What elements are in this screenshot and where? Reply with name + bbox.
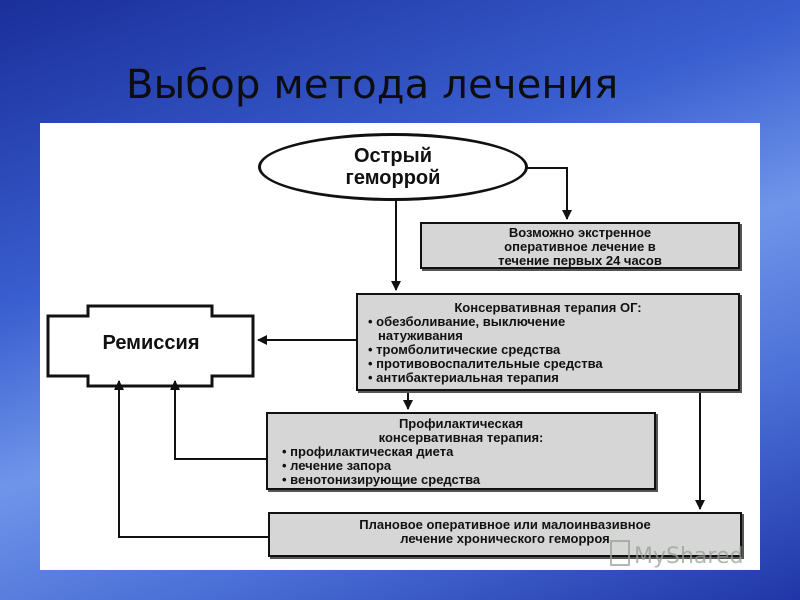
conservative-item-1-cont: натуживания <box>378 328 463 343</box>
planned-line-2: лечение хронического геморроя <box>400 531 610 546</box>
treatment-flowchart: Острый геморрой Возможно экстренное опер… <box>40 123 760 570</box>
conservative-item-3: противовоспалительные средства <box>368 357 738 371</box>
planned-line-1: Плановое оперативное или малоинвазивное <box>359 517 651 532</box>
emergency-line-3: течение первых 24 часов <box>498 253 662 268</box>
prophylactic-item-3: венотонизирующие средства <box>282 473 654 487</box>
planned-surgery-box: Плановое оперативное или малоинвазивное … <box>268 512 742 557</box>
prophylactic-item-2: лечение запора <box>282 459 654 473</box>
remission-frame <box>46 304 255 388</box>
acute-hemorrhoid-node: Острый геморрой <box>258 133 528 201</box>
watermark: MyShared <box>610 540 743 569</box>
emergency-line-1: Возможно экстренное <box>508 225 652 240</box>
conservative-item-1: обезболивание, выключение <box>368 315 738 329</box>
conservative-title: Консервативная терапия ОГ: <box>454 300 642 315</box>
start-line-2: геморрой <box>345 167 441 189</box>
arrow-start-to-emergency <box>510 167 572 220</box>
emergency-surgery-box: Возможно экстренное оперативное лечение … <box>420 222 740 269</box>
slide-title: Выбор метода лечения <box>126 62 619 108</box>
arrow-planned-to-remission <box>114 380 268 538</box>
flowchart-connectors <box>46 167 705 538</box>
arrow-prophylactic-to-remission <box>170 380 266 460</box>
remission-node: Ремиссия <box>46 303 256 383</box>
prophylactic-therapy-box: Профилактическая консервативная терапия:… <box>266 412 656 490</box>
conservative-therapy-box: Консервативная терапия ОГ: обезболивание… <box>356 293 740 391</box>
watermark-text: MyShared <box>634 544 744 569</box>
emergency-line-2: оперативное лечение в <box>504 239 656 254</box>
prophylactic-item-1: профилактическая диета <box>282 445 654 459</box>
prophylactic-title-1: Профилактическая <box>398 416 524 431</box>
conservative-item-4: антибактериальная терапия <box>368 371 738 385</box>
conservative-item-2: тромболитические средства <box>368 343 738 357</box>
start-line-1: Острый <box>353 145 433 167</box>
prophylactic-title-2: консервативная терапия: <box>378 430 544 445</box>
watermark-logo-icon <box>610 540 630 566</box>
remission-label: Ремиссия <box>102 332 200 354</box>
